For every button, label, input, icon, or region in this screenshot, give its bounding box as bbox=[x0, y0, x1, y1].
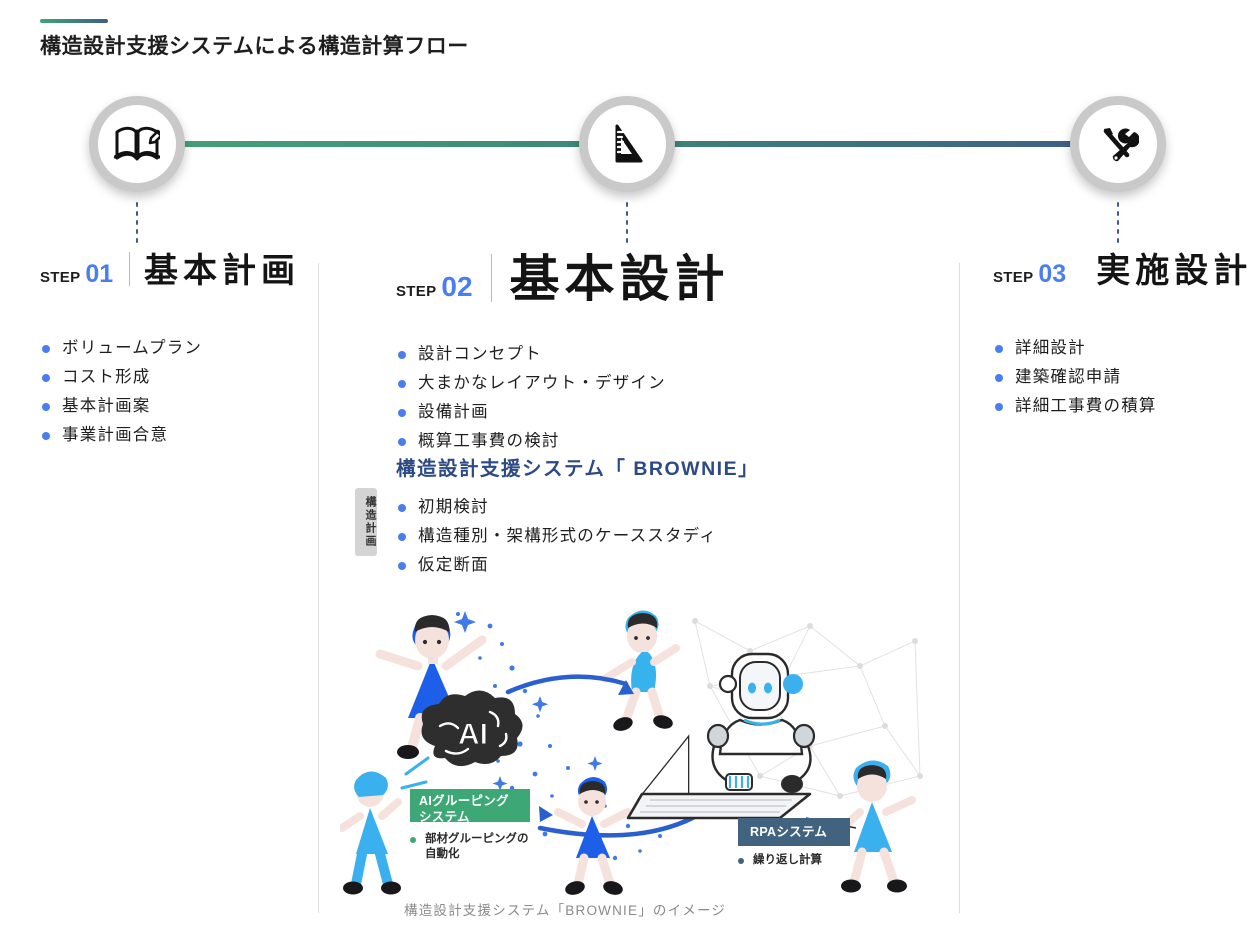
arrow-head-right bbox=[618, 680, 634, 695]
character-kid-left bbox=[340, 756, 430, 895]
character-boy-center bbox=[554, 776, 632, 895]
step-separator-01 bbox=[129, 252, 130, 286]
ai-badge-line-2: システム bbox=[419, 810, 470, 824]
tools-wrench-screwdriver-icon bbox=[1097, 123, 1139, 165]
speed-lines bbox=[400, 756, 430, 790]
step-title-02: 基本設計 bbox=[509, 251, 730, 307]
list-item: コスト形成 bbox=[40, 363, 300, 392]
robot-hand bbox=[725, 773, 753, 791]
list-item: 構造種別・架構形式のケーススタディ bbox=[396, 522, 956, 551]
step-word-02: STEP bbox=[396, 283, 437, 300]
list-item: 詳細工事費の積算 bbox=[993, 392, 1243, 421]
list-item: 仮定断面 bbox=[396, 551, 956, 580]
step-header-01: STEP 01 基本計画 bbox=[40, 248, 300, 288]
illustration-artwork: AI bbox=[340, 610, 923, 895]
list-item: 設備計画 bbox=[396, 398, 946, 427]
timeline-connector-dots-1 bbox=[135, 200, 139, 244]
rpa-description: 繰り返し計算 bbox=[738, 853, 903, 868]
step-separator-02 bbox=[490, 254, 492, 302]
structural-planning-tag: 構造計画 bbox=[355, 488, 377, 556]
step-column-03: STEP 03 実施設計 詳細設計 建築確認申請 詳細工事費の積算 bbox=[993, 248, 1247, 421]
timeline bbox=[0, 96, 1260, 246]
list-item: 概算工事費の検討 bbox=[396, 427, 946, 456]
brownie-heading: 構造設計支援システム「 BROWNIE」 bbox=[396, 458, 760, 480]
timeline-node-step-01[interactable] bbox=[89, 96, 185, 192]
rpa-system-badge: RPAシステム bbox=[738, 818, 850, 846]
step-word-01: STEP bbox=[40, 269, 81, 286]
list-item: 基本計画案 bbox=[40, 392, 300, 421]
list-item: ボリュームプラン bbox=[40, 334, 300, 363]
step-item-list-02: 設計コンセプト 大まかなレイアウト・デザイン 設備計画 概算工事費の検討 bbox=[396, 340, 946, 456]
book-pencil-icon bbox=[114, 124, 160, 164]
timeline-segment-2 bbox=[625, 141, 1100, 147]
title-accent-bar bbox=[40, 19, 108, 23]
ai-grouping-system-badge: AIグルーピング システム bbox=[410, 789, 530, 824]
timeline-connector-dots-3 bbox=[1116, 200, 1120, 244]
step-header-02: STEP 02 基本設計 bbox=[396, 248, 946, 304]
brownie-item-list: 初期検討 構造種別・架構形式のケーススタディ 仮定断面 bbox=[396, 493, 956, 580]
step-item-list-01: ボリュームプラン コスト形成 基本計画案 事業計画合意 bbox=[40, 334, 300, 450]
column-divider-left bbox=[318, 263, 319, 913]
timeline-node-step-03[interactable] bbox=[1070, 96, 1166, 192]
arrow-head-left bbox=[539, 806, 553, 822]
illustration-caption: 構造設計支援システム「BROWNIE」のイメージ bbox=[404, 903, 727, 918]
step-number-02: 02 bbox=[441, 271, 473, 302]
timeline-node-step-02[interactable] bbox=[579, 96, 675, 192]
ai-brain-icon: AI bbox=[421, 690, 523, 767]
ai-badge-line-1: AIグルーピング bbox=[419, 794, 509, 808]
timeline-connector-dots-2 bbox=[625, 200, 629, 244]
step-column-02: STEP 02 基本設計 設計コンセプト 大まかなレイアウト・デザイン 設備計画… bbox=[396, 248, 946, 456]
step-item-list-03: 詳細設計 建築確認申請 詳細工事費の積算 bbox=[993, 334, 1243, 421]
step-word-03: STEP bbox=[993, 269, 1034, 286]
step-number-03: 03 bbox=[1038, 260, 1067, 288]
list-item: 詳細設計 bbox=[993, 334, 1243, 363]
step-header-03: STEP 03 実施設計 bbox=[993, 248, 1247, 288]
ai-sub-line-2: 自動化 bbox=[425, 848, 460, 860]
list-item: 大まかなレイアウト・デザイン bbox=[396, 369, 946, 398]
step-title-03: 実施設計 bbox=[1096, 252, 1253, 290]
ai-sub-line-1: 部材グルーピングの bbox=[425, 833, 529, 845]
list-item: 設計コンセプト bbox=[396, 340, 946, 369]
timeline-segment-1 bbox=[155, 141, 635, 147]
brownie-illustration: AI bbox=[340, 596, 940, 896]
ai-grouping-description: 部材グルーピングの 自動化 bbox=[410, 832, 575, 862]
page-title: 構造設計支援システムによる構造計算フロー bbox=[40, 35, 469, 58]
robot-with-laptop bbox=[626, 652, 816, 820]
column-divider-right bbox=[959, 263, 960, 913]
flow-arrows bbox=[505, 674, 703, 838]
brownie-section: 構造設計支援システム「 BROWNIE」 構造計画 初期検討 構造種別・架構形式… bbox=[355, 452, 956, 580]
list-item: 事業計画合意 bbox=[40, 421, 300, 450]
ai-brain-label: AI bbox=[458, 718, 488, 751]
step-title-01: 基本計画 bbox=[144, 252, 300, 290]
list-item: 初期検討 bbox=[396, 493, 956, 522]
step-column-01: STEP 01 基本計画 ボリュームプラン コスト形成 基本計画案 事業計画合意 bbox=[40, 248, 300, 450]
step-number-01: 01 bbox=[85, 260, 114, 288]
set-square-ruler-icon bbox=[607, 123, 647, 165]
list-item: 建築確認申請 bbox=[993, 363, 1243, 392]
character-boy-running bbox=[602, 610, 680, 731]
star-sparkles bbox=[454, 611, 603, 791]
